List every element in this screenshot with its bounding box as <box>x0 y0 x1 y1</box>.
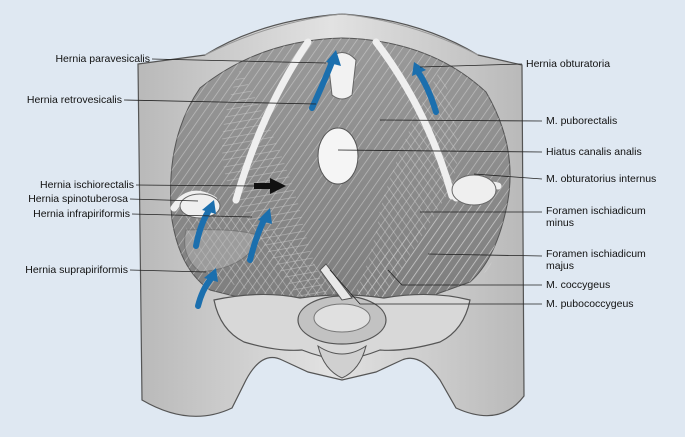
hiatus-canalis-analis-opening <box>317 127 359 185</box>
arrow-hernia-infrapiriformis <box>247 208 272 263</box>
label-hernia-ischiorectalis: Hernia ischiorectalis <box>40 179 134 191</box>
label-m-puborectalis: M. puborectalis <box>546 115 618 127</box>
label-foramen-minus-line2: minus <box>546 217 575 229</box>
arrow-hernia-obturatoria <box>412 62 439 115</box>
arrow-hernia-ischiorectalis <box>254 178 286 194</box>
label-hernia-paravesicalis: Hernia paravesicalis <box>55 53 150 65</box>
sacrum <box>213 263 471 379</box>
label-m-coccygeus: M. coccygeus <box>546 279 611 291</box>
label-foramen-majus-line2: majus <box>546 260 575 272</box>
label-foramen-majus-line1: Foramen ischiadicum <box>546 248 646 260</box>
label-m-obturatorius-internus: M. obturatorius internus <box>546 173 657 185</box>
label-foramen-ischiadicum-minus: Foramen ischiadicum minus <box>546 205 646 229</box>
foramina <box>179 52 497 273</box>
label-hernia-obturatoria: Hernia obturatoria <box>526 58 611 70</box>
label-hernia-suprapiriformis: Hernia suprapiriformis <box>25 264 128 276</box>
arrow-hernia-spinotuberosa <box>193 200 216 249</box>
leader-lines <box>123 58 543 305</box>
label-foramen-minus-line1: Foramen ischiadicum <box>546 205 646 217</box>
label-hernia-spinotuberosa: Hernia spinotuberosa <box>28 193 128 205</box>
label-m-pubococcygeus: M. pubococcygeus <box>546 298 634 310</box>
label-hernia-infrapiriformis: Hernia infrapiriformis <box>33 208 130 220</box>
arrow-hernia-suprapiriformis <box>195 268 218 309</box>
label-hiatus-canalis-analis: Hiatus canalis analis <box>546 146 642 158</box>
hernia-arrows <box>193 50 439 309</box>
label-foramen-ischiadicum-majus: Foramen ischiadicum majus <box>546 248 646 272</box>
label-hernia-retrovesicalis: Hernia retrovesicalis <box>26 94 122 106</box>
